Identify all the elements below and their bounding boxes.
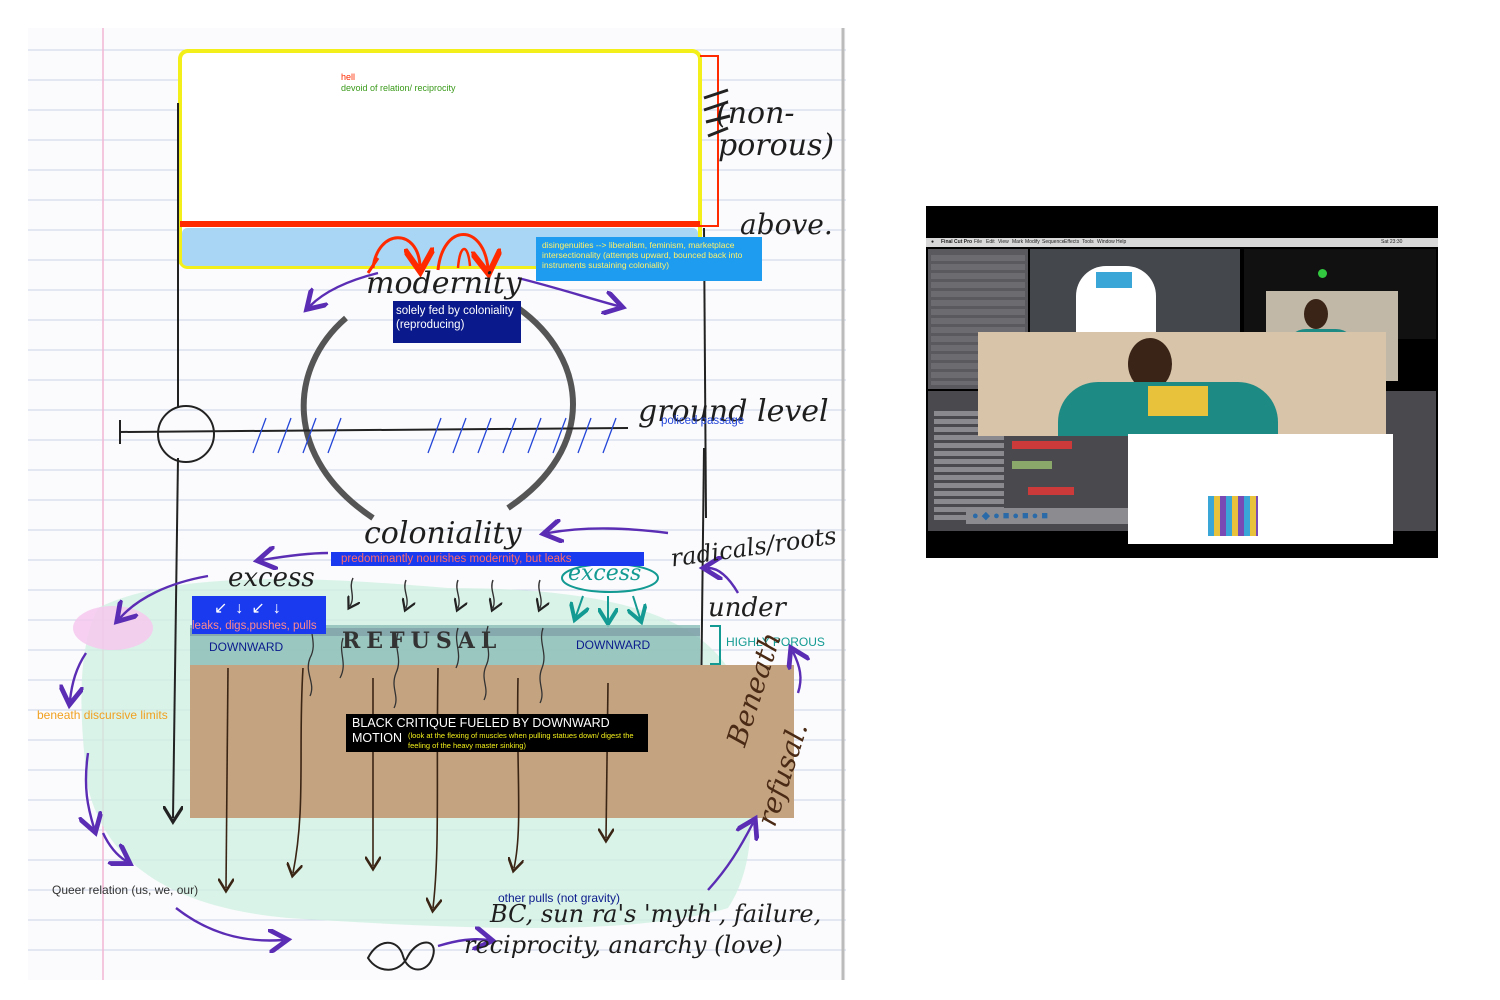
coloniality-hand: coloniality [364, 516, 522, 551]
notebook-page: hell devoid of relation/ reciprocity (no… [28, 28, 846, 980]
downward-right-label: DOWNWARD [576, 638, 651, 652]
leaks-box: ↙↓↙↓ leaks, digs,pushes, pulls [192, 596, 326, 634]
check-icon [1318, 269, 1327, 278]
loop-right [506, 305, 576, 511]
modernity-hand: modernity [366, 266, 522, 301]
under-hand: under [708, 593, 786, 623]
infinity-symbol [366, 941, 435, 971]
hell-label: hell [341, 72, 356, 82]
ground-circle [157, 405, 215, 463]
mac-menu-bar: ● Final Cut Pro File Edit View Mark Modi… [926, 238, 1438, 247]
excess-right-hand: excess [568, 561, 642, 586]
above-hand: above. [740, 208, 833, 241]
ground-level-hand: ground level [638, 394, 829, 429]
whiteboard-overlay-top [1076, 266, 1156, 332]
dock-icons: ●◆●■●■●■ [972, 510, 1051, 522]
red-bracket [700, 55, 719, 227]
predominantly-box: predominantly nourishes modernity, but l… [331, 552, 644, 566]
menu-help[interactable]: Help [1116, 239, 1127, 245]
pink-blob [73, 606, 153, 650]
loop-left [300, 315, 375, 521]
beneath-discursive-label: beneath discursive limits [37, 708, 168, 722]
menu-modify[interactable]: Modify [1025, 239, 1040, 245]
bottom-line-hand-2: reciprocity, anarchy (love) [464, 931, 783, 959]
disingenuities-box: disingenuities --> liberalism, feminism,… [536, 237, 762, 281]
black-critique-box: BLACK CRITIQUE FUELED BY DOWNWARD MOTION… [346, 714, 648, 752]
non-porous-hand-1: (non- [716, 96, 795, 131]
menu-file[interactable]: File [974, 239, 983, 245]
speaker-video-main [978, 332, 1386, 436]
menu-window[interactable]: Window [1097, 239, 1115, 245]
hatch-marks [703, 88, 731, 138]
policed-passage-label: policed passage [661, 415, 745, 427]
menu-tools[interactable]: Tools [1082, 239, 1094, 245]
menu-sequence[interactable]: Sequence [1042, 239, 1065, 245]
downward-left-label: DOWNWARD [209, 640, 284, 654]
solely-fed-box: solely fed by coloniality (reproducing) [393, 301, 521, 343]
queer-relation-label: Queer relation (us, we, our) [52, 883, 199, 897]
other-pulls-label: other pulls (not gravity) [498, 891, 621, 905]
excess-left-hand: excess [228, 563, 315, 593]
diagram-drawing [28, 28, 846, 980]
bottom-line-hand-1: BC, sun ra's 'myth', failure, [490, 900, 822, 928]
refusal-hand: REFUSAL [342, 628, 503, 654]
menu-view[interactable]: View [998, 239, 1009, 245]
menu-edit[interactable]: Edit [986, 239, 995, 245]
app-name: Final Cut Pro [941, 239, 973, 245]
leaks-down-arrows: ↙↓↙↓ [214, 600, 289, 617]
dock-bar: ●◆●■●■●■ [966, 508, 1146, 524]
whiteboard-overlay-bottom [1128, 434, 1393, 544]
devoid-label: devoid of relation/ reciprocity [341, 83, 456, 93]
ground-line [119, 427, 629, 433]
porous-bracket [710, 625, 721, 665]
ground-hatching [252, 417, 617, 454]
menu-effects[interactable]: Effects [1064, 239, 1080, 245]
video-call-screenshot: ● Final Cut Pro File Edit View Mark Modi… [926, 206, 1438, 558]
apple-icon: ● [931, 239, 935, 245]
menu-mark[interactable]: Mark [1012, 239, 1024, 245]
non-porous-hand-2: porous) [718, 128, 835, 163]
menu-clock: Sat 23:30 [1381, 239, 1403, 245]
hell-box [178, 49, 702, 269]
highly-porous-label: HIGHLY POROUS [726, 635, 825, 649]
